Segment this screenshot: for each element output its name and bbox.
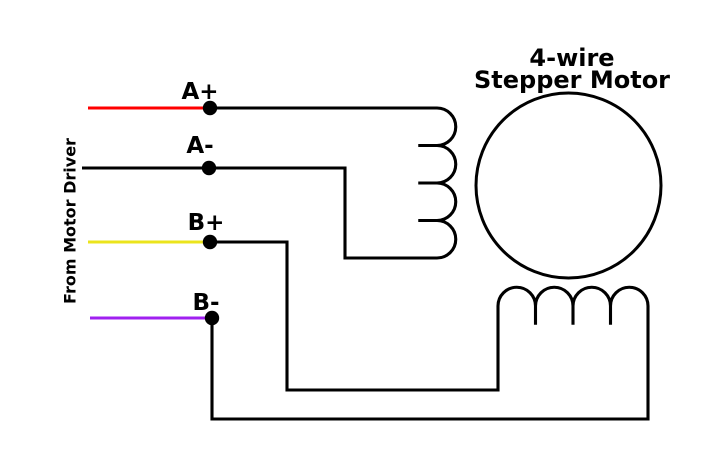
terminal-dot-b-minus <box>204 310 220 326</box>
terminal-dot-a-minus <box>201 160 217 176</box>
wire-label-b-minus: B- <box>192 290 219 316</box>
diagram-title-line1: 4-wire <box>529 44 614 72</box>
wire-label-a-plus: A+ <box>181 79 218 105</box>
terminal-dot-b-plus <box>202 234 218 250</box>
wire-label-b-plus: B+ <box>188 210 225 236</box>
diagram-title-line2: Stepper Motor <box>474 66 670 94</box>
phase-b-wire-and-coil <box>210 240 650 421</box>
terminal-dot-a-plus <box>202 100 218 116</box>
motor-body-circle <box>474 91 663 280</box>
phase-a-wire-and-coil <box>210 106 458 260</box>
source-label: From Motor Driver <box>61 138 80 304</box>
wire-label-a-minus: A- <box>186 133 213 159</box>
